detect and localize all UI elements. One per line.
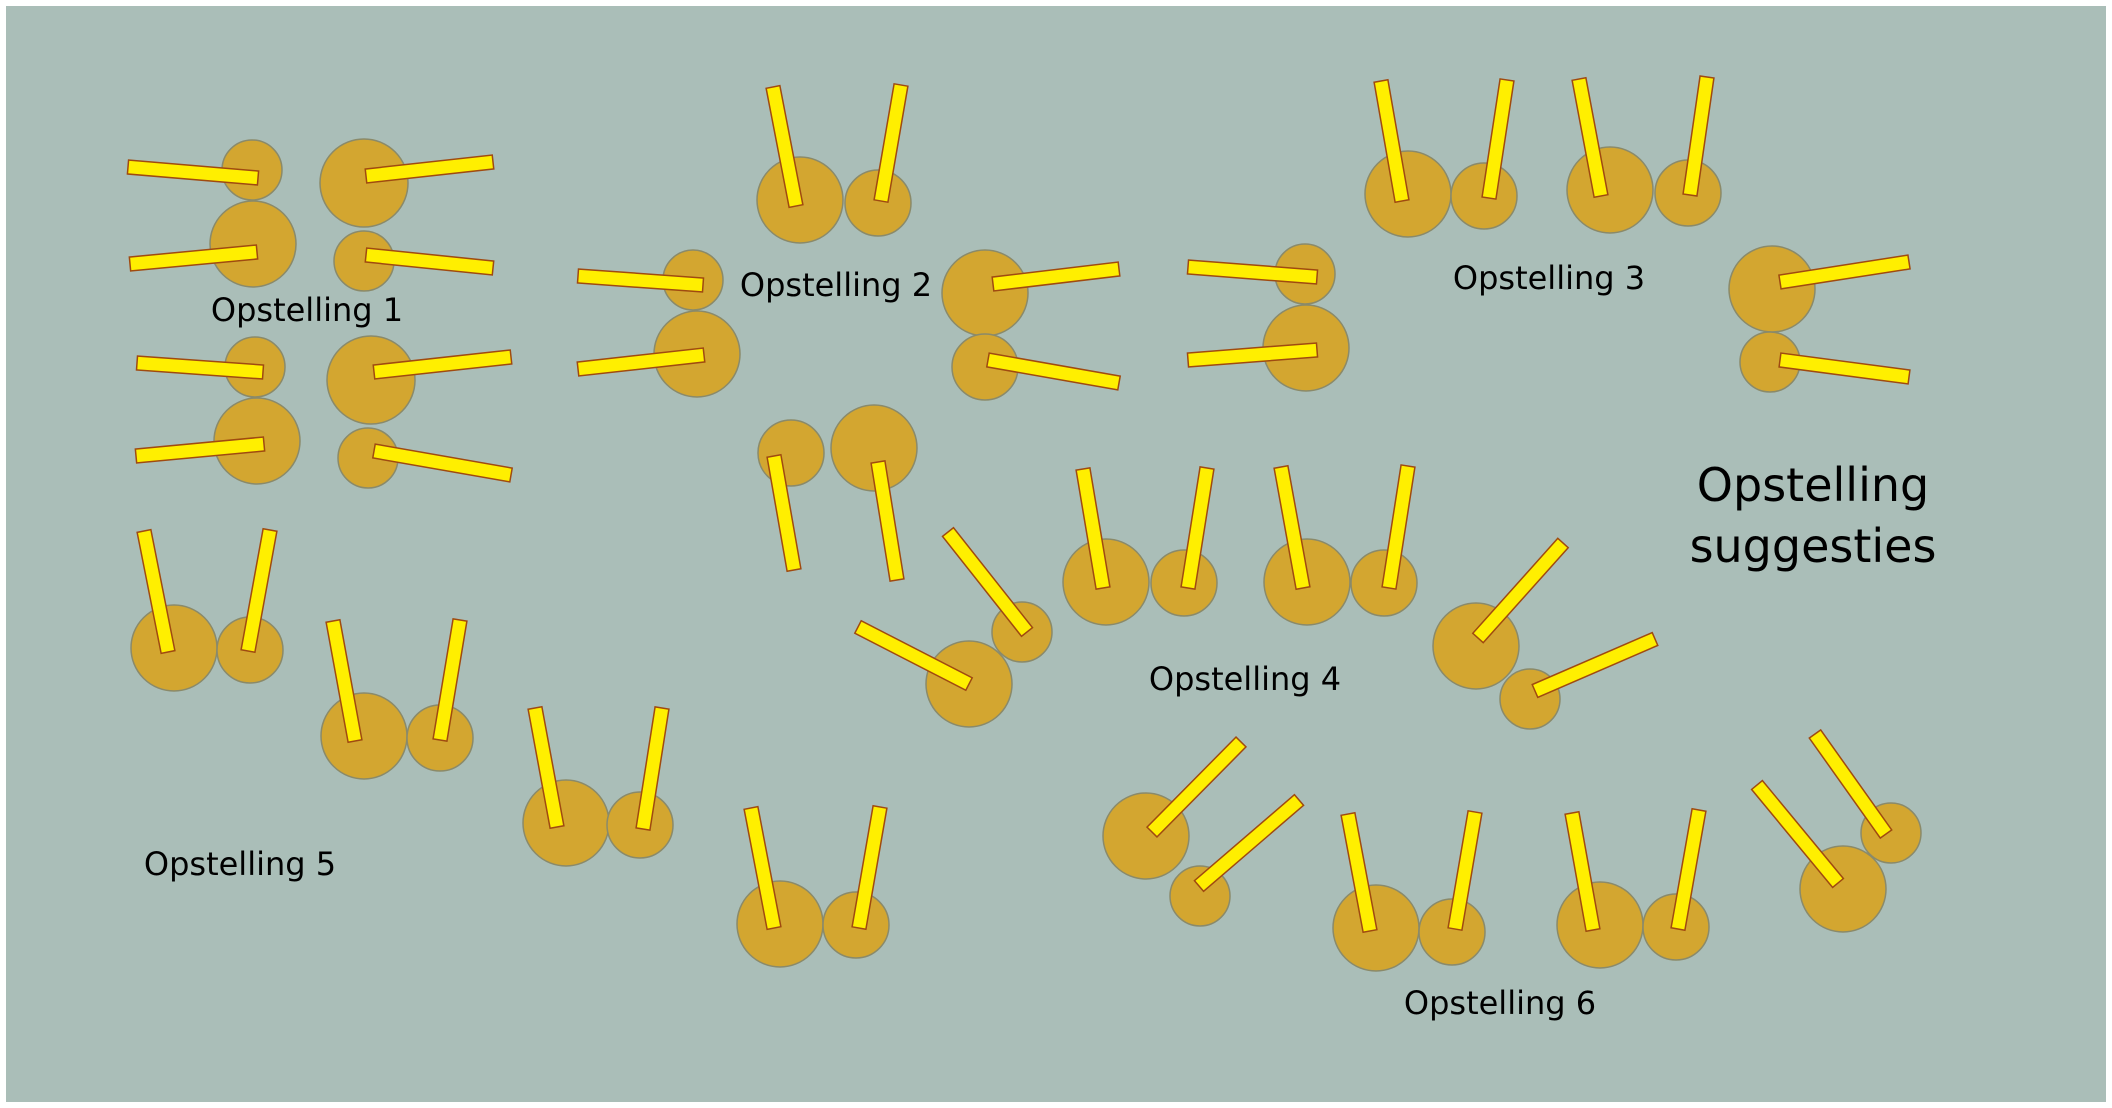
bench-bar (743, 805, 782, 931)
bench-bar (1180, 466, 1215, 590)
bench-bar (853, 619, 974, 692)
bench-bar (870, 460, 905, 582)
table-circle (320, 692, 408, 780)
bench-bar (1571, 76, 1609, 199)
bench-bar (126, 159, 260, 186)
layout-label-6: Opstelling 6 (1404, 984, 1596, 1022)
bench-bar (1682, 75, 1715, 197)
bench-bar (1075, 466, 1111, 591)
table-circle (1566, 146, 1654, 234)
bench-bar (1778, 254, 1911, 290)
table-circle (1418, 898, 1486, 966)
bench-bar (1564, 810, 1601, 933)
bench-bar (1481, 78, 1515, 200)
bench-bar (1145, 736, 1248, 838)
layout-label-3: Opstelling 3 (1453, 259, 1645, 297)
layout-label-4: Opstelling 4 (1149, 660, 1341, 698)
bench-bar (1193, 793, 1305, 893)
bench-bar (1381, 464, 1416, 590)
bench-bar (372, 349, 513, 380)
bench-bar (1340, 811, 1378, 934)
table-circle (1728, 245, 1816, 333)
table-circle (830, 404, 918, 492)
bench-bar (1273, 464, 1311, 591)
table-circle (844, 169, 912, 237)
bench-bar (635, 706, 670, 831)
bench-bar (766, 453, 802, 573)
table-circle (522, 779, 610, 867)
bench-bar (527, 705, 565, 830)
layout-opstelling-5 (130, 527, 890, 968)
layout-label-2: Opstelling 2 (740, 266, 932, 304)
table-circle (941, 249, 1029, 337)
bench-bar (128, 244, 259, 272)
layout-opstelling-3 (1364, 75, 1911, 393)
bench-bar (371, 443, 514, 483)
bench-bar (1531, 631, 1659, 699)
layout-opstelling-6 (1102, 728, 1922, 972)
bench-bar (325, 618, 363, 744)
diagram-title-line-1: Opstelling (1697, 458, 1929, 512)
layout-label-1: Opstelling 1 (211, 291, 403, 329)
bench-bar (1778, 352, 1911, 385)
layout-opstelling-1 (126, 138, 514, 489)
bench-bar (1447, 809, 1483, 932)
bench-bar (135, 355, 265, 380)
layout-label-5: Opstelling 5 (144, 845, 336, 883)
bench-bar (364, 154, 495, 184)
bench-bar (991, 261, 1121, 292)
diagram-title-line-2: suggesties (1690, 519, 1937, 573)
bench-bar (364, 247, 495, 276)
bench-bar (1186, 259, 1319, 285)
bench-bar (576, 268, 705, 293)
bench-bar (985, 352, 1122, 391)
bench-bar (136, 528, 176, 655)
bench-bar (1471, 537, 1570, 644)
layout-opstelling-2 (576, 82, 1350, 401)
bench-bar (240, 527, 278, 654)
table-circle (319, 138, 409, 228)
bench-bar (765, 84, 804, 209)
bench-bar (873, 82, 909, 204)
bench-bar (1373, 78, 1410, 204)
bench-bar (576, 347, 706, 377)
bench-bar (1750, 779, 1845, 889)
table-circle (326, 335, 416, 425)
bench-bar (1186, 342, 1319, 368)
bench-bar (432, 617, 468, 743)
bench-bar (851, 804, 888, 931)
table-circle (1556, 881, 1644, 969)
bench-bar (134, 436, 266, 464)
bench-bar (941, 526, 1034, 638)
layout-opstelling-4 (757, 404, 1659, 730)
table-circle (209, 200, 297, 288)
table-circle (757, 419, 825, 487)
bench-bar (1808, 728, 1893, 840)
bench-bar (1670, 807, 1707, 932)
